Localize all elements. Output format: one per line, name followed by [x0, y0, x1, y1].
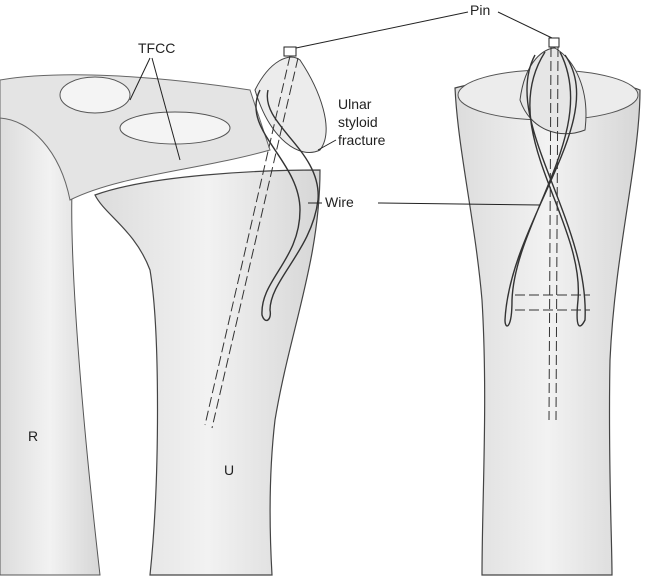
- ulnar-styloid: [254, 56, 327, 153]
- ulna-label: U: [224, 462, 235, 478]
- wire-label: Wire: [325, 194, 354, 210]
- pin-right: [515, 46, 590, 421]
- ulna-bone-side-view: [94, 169, 321, 576]
- leader-lines: [129, 11, 553, 206]
- pin-label: Pin: [470, 2, 491, 18]
- ulnar-styloid-fracture-label-2: styloid: [338, 114, 378, 130]
- ulnar-styloid-fracture-label-3: fracture: [338, 132, 386, 148]
- tfcc-label: TFCC: [138, 40, 176, 56]
- ulna-bone-front-view: [454, 77, 641, 576]
- wire-right: [504, 51, 586, 327]
- ulnar-styloid-fracture-label-1: Ulnar: [338, 96, 372, 112]
- wire-left: [255, 89, 319, 322]
- radius-label: R: [28, 428, 39, 444]
- pin-left: [204, 55, 299, 429]
- pin-head-left: [283, 46, 297, 57]
- pin-head-right: [548, 37, 560, 48]
